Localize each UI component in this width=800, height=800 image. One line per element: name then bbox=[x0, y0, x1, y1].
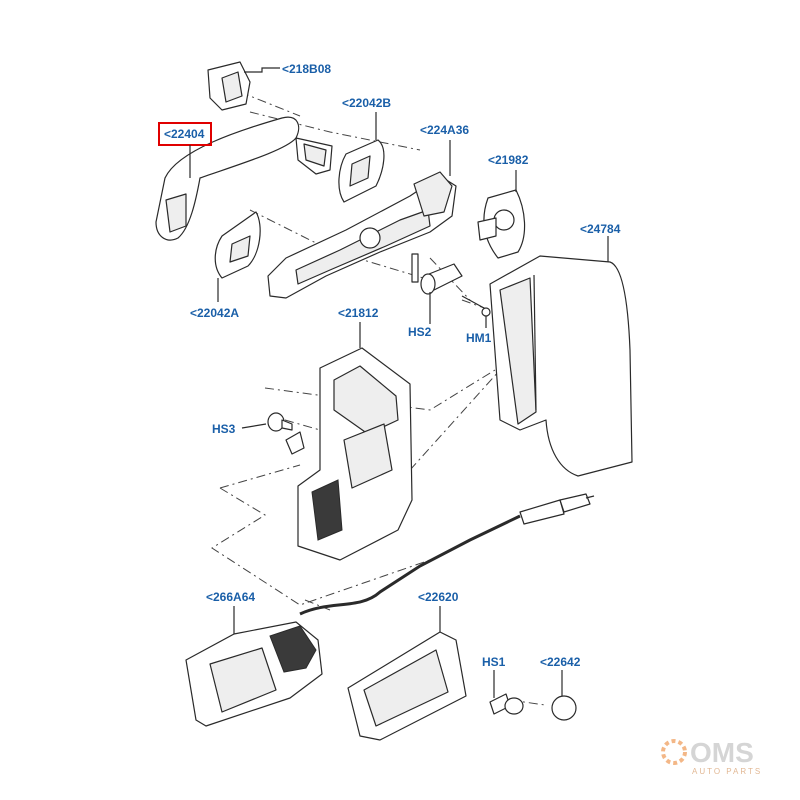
part-218B08-handle-cap bbox=[207, 61, 280, 111]
label-22620: <22620 bbox=[418, 590, 459, 604]
label-266A64: <266A64 bbox=[206, 590, 255, 604]
part-24784-shield bbox=[489, 236, 633, 477]
label-HS1: HS1 bbox=[482, 655, 506, 669]
part-22042B-gasket bbox=[338, 112, 385, 203]
label-22404: <22404 bbox=[164, 127, 205, 141]
label-HS3: HS3 bbox=[212, 422, 236, 436]
part-HS3-screw bbox=[241, 412, 305, 455]
part-22404-door-handle bbox=[155, 116, 333, 241]
label-218B08: <218B08 bbox=[282, 62, 331, 76]
part-266A64-interior-handle bbox=[185, 606, 323, 727]
part-22620-handle-bezel bbox=[347, 606, 467, 741]
part-22042A-gasket bbox=[214, 211, 261, 302]
highlight-box-22404 bbox=[158, 122, 212, 146]
watermark-logo: OMS AUTO PARTS bbox=[661, 737, 762, 776]
label-22642: <22642 bbox=[540, 655, 581, 669]
label-21982: <21982 bbox=[488, 153, 529, 167]
part-21812-door-latch bbox=[297, 322, 413, 561]
part-HM1-pin bbox=[461, 295, 491, 328]
gear-icon bbox=[661, 739, 687, 765]
label-22042A: <22042A bbox=[190, 306, 239, 320]
label-22042B: <22042B bbox=[342, 96, 391, 110]
part-HS1-bolt bbox=[489, 670, 524, 715]
part-21982-lock-housing bbox=[477, 170, 526, 259]
label-21812: <21812 bbox=[338, 306, 379, 320]
label-HS2: HS2 bbox=[408, 325, 432, 339]
label-HM1: HM1 bbox=[466, 331, 492, 345]
label-224A36: <224A36 bbox=[420, 123, 469, 137]
part-224A36-handle-bracket bbox=[267, 140, 457, 299]
part-HS2-bushing bbox=[420, 263, 463, 324]
watermark-brand: OMS bbox=[690, 737, 754, 768]
watermark-tagline: AUTO PARTS bbox=[692, 767, 762, 776]
part-release-cable bbox=[299, 493, 595, 616]
part-22642-plug bbox=[551, 670, 577, 721]
label-24784: <24784 bbox=[580, 222, 621, 236]
